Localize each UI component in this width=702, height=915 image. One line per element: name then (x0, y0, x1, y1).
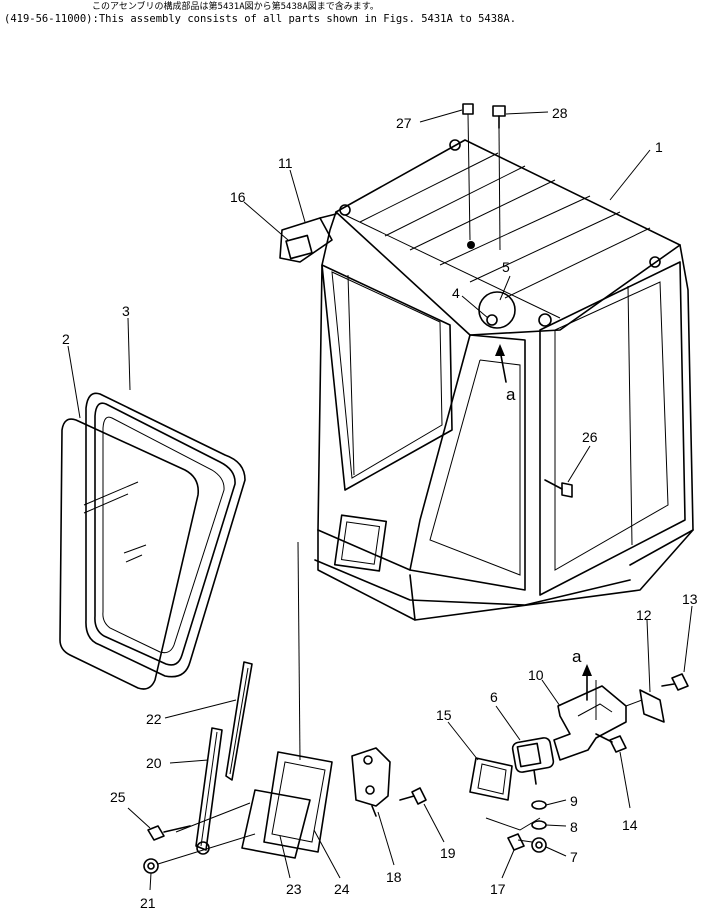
roof-lamp (279, 213, 337, 263)
wiper-motor (351, 747, 391, 817)
callout-23: 23 (286, 881, 302, 897)
view-a-label-cab: a (506, 385, 516, 404)
wiper-bracket (241, 751, 333, 859)
window-glass (59, 418, 200, 690)
callout-12: 12 (636, 607, 652, 623)
callout-26: 26 (582, 429, 598, 445)
lamp-bracket (553, 680, 665, 761)
callout-15: 15 (436, 707, 452, 723)
callout-28: 28 (552, 105, 568, 121)
callout-5: 5 (502, 259, 510, 275)
callout-14: 14 (622, 817, 638, 833)
callout-7: 7 (570, 849, 578, 865)
view-a-arrow-bracket (582, 664, 592, 701)
lamp-guard (469, 757, 513, 801)
small-fasteners (143, 541, 427, 874)
callout-4: 4 (452, 285, 460, 301)
callout-19: 19 (440, 845, 456, 861)
callout-10: 10 (528, 667, 544, 683)
callout-27: 27 (396, 115, 412, 131)
callout-13: 13 (682, 591, 698, 607)
view-a-label-bracket: a (572, 647, 582, 666)
bolt-26 (544, 479, 573, 498)
callout-8: 8 (570, 819, 578, 835)
callout-25: 25 (110, 789, 126, 805)
callout-21: 21 (140, 895, 156, 911)
callout-1: 1 (655, 139, 663, 155)
callout-16: 16 (230, 189, 246, 205)
callout-22: 22 (146, 711, 162, 727)
callout-3: 3 (122, 303, 130, 319)
wiper-blade (225, 661, 253, 781)
callout-18: 18 (386, 869, 402, 885)
header-note-english: (419-56-11000):This assembly consists of… (4, 13, 517, 25)
callout-11: 11 (278, 155, 293, 171)
leaders (67, 109, 693, 891)
header-note-japanese: このアセンブリの構成部品は第5431A図から第5438A図まで含みます。 (92, 2, 379, 12)
cab-frame (314, 139, 694, 621)
callout-20: 20 (146, 755, 162, 771)
window-seal (85, 392, 246, 678)
lamp-fasteners (485, 673, 689, 853)
callout-6: 6 (490, 689, 498, 705)
callout-9: 9 (570, 793, 578, 809)
wiper-arm (195, 727, 223, 855)
roof-bolts (462, 103, 506, 251)
callout-labels: 1 2 3 4 5 6 7 8 9 10 11 12 13 14 15 16 1… (62, 105, 698, 911)
callout-17: 17 (490, 881, 506, 897)
view-a-arrow-cab (495, 344, 507, 383)
callout-24: 24 (334, 881, 350, 897)
work-lamp (511, 737, 555, 785)
callout-2: 2 (62, 331, 70, 347)
